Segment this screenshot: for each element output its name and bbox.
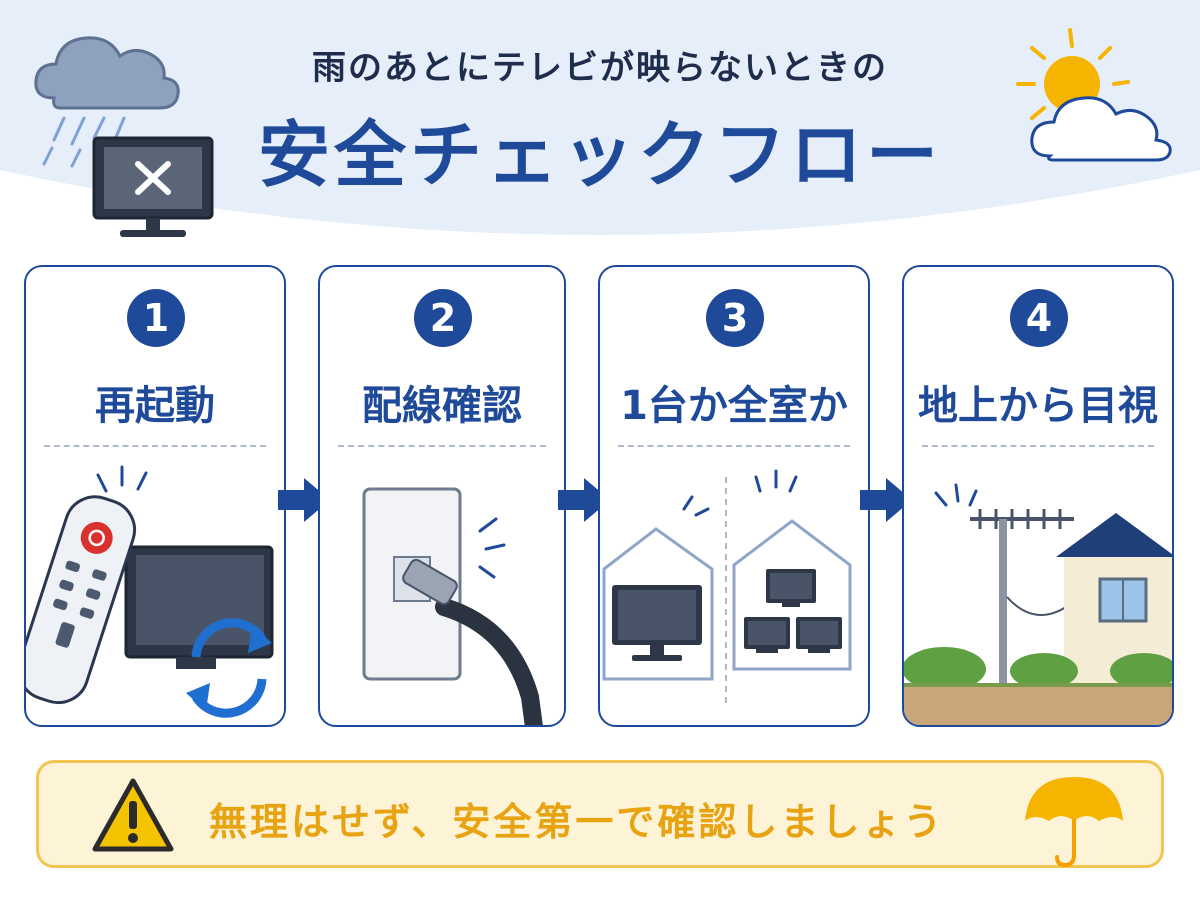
page-title: 安全チェックフロー [257,113,942,197]
house-icon [602,469,852,707]
step-card-4: 4 地上から目視 [902,265,1174,727]
step-title-3: 1台か全室か [620,383,848,429]
wall-outlet-icon [362,487,543,725]
divider [618,445,850,447]
subtitle: 雨のあとにテレビが映らないときの [312,48,888,88]
divider [44,445,266,447]
step-card-1: 1 再起動 [24,265,286,727]
step-title-2: 配線確認 [362,383,522,429]
step-number-4: 4 [1010,289,1068,347]
header-background [0,0,1200,235]
rain-cloud-icon [34,36,180,168]
divider [338,445,546,447]
divider [922,445,1154,447]
cable-icon [402,558,543,725]
arrow-right-icon [860,478,912,522]
step-card-3: 3 1台か全室か [598,265,870,727]
step-number-3: 3 [706,289,764,347]
warning-banner: 無理はせず、安全第一で確認しましょう [36,760,1164,868]
umbrella-icon [1025,777,1123,868]
step-title-4: 地上から目視 [918,383,1158,429]
arrow-right-icon [558,478,610,522]
step-number-2: 2 [414,289,472,347]
step-title-1: 再起動 [95,383,215,429]
arrow-right-icon [278,478,330,522]
sun-cloud-icon [1016,28,1172,162]
step-number-1: 1 [127,289,185,347]
warning-triangle-icon [92,778,174,852]
step-card-2: 2 配線確認 [318,265,566,727]
broken-tv-icon [92,136,214,237]
warning-text: 無理はせず、安全第一で確認しましょう [209,800,945,844]
remote-icon [26,465,274,718]
antenna-icon [904,483,1172,725]
